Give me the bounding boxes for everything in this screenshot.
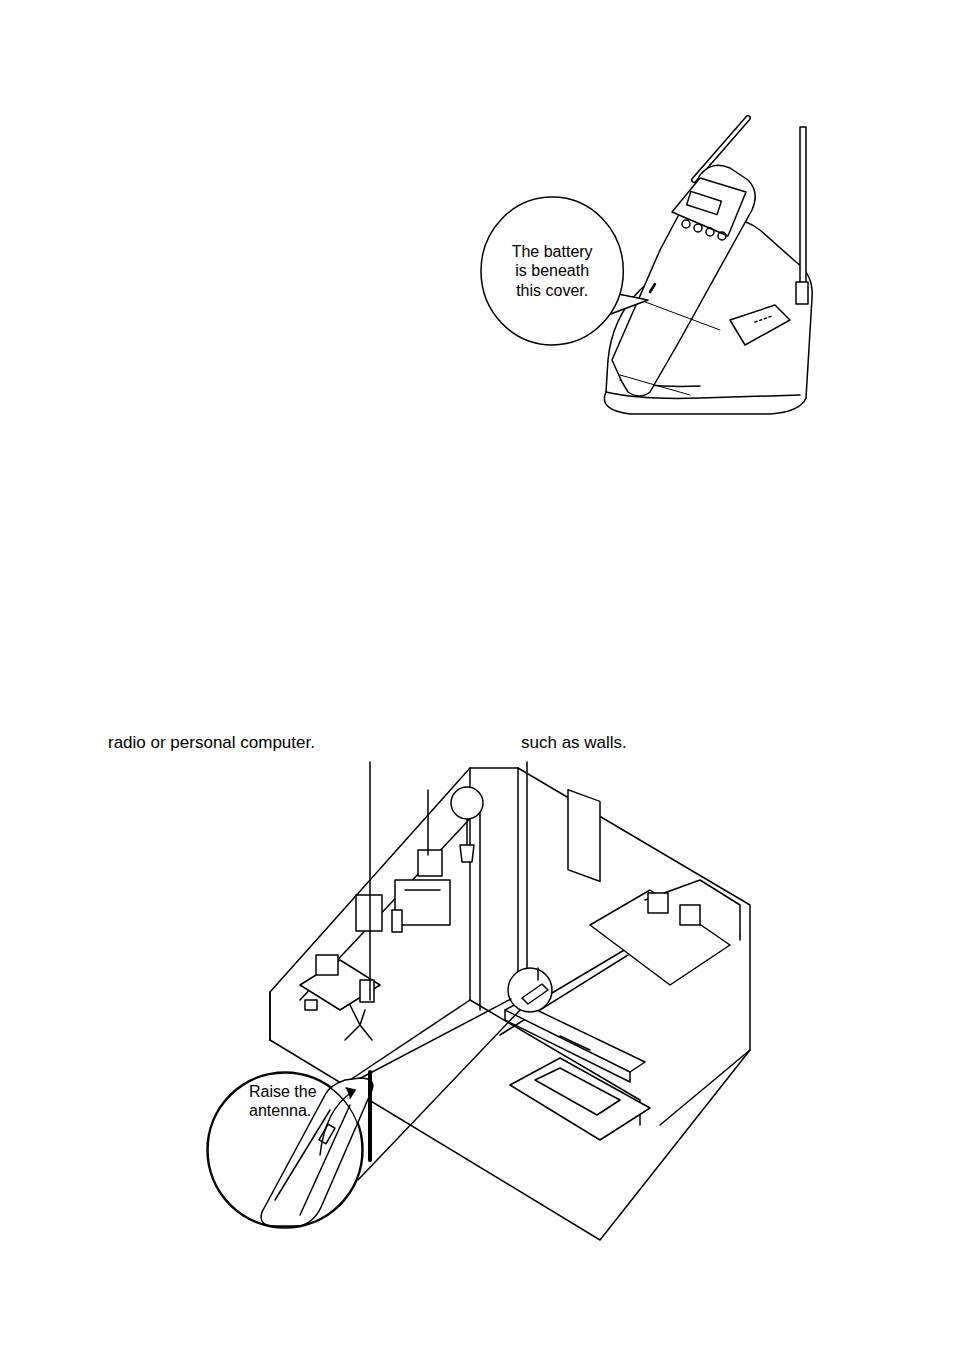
zoom-line [338,999,511,1090]
leader-line [427,790,429,855]
outline [481,197,623,345]
phone-illustration [604,118,812,414]
leader-line [526,762,528,988]
callout-bubble: The battery is beneath this cover. [480,196,624,346]
zoom-ring [508,968,552,1012]
outline [208,1073,362,1227]
zoom-line [358,1010,520,1180]
leader-label: such as walls. [519,733,629,753]
leader-label: radio or personal computer. [106,733,317,753]
inset-circle: Raise the antenna. [207,1072,363,1228]
leader-line [369,762,371,1000]
callout-text: The battery is beneath this cover. [504,242,600,300]
callout-text: Raise the antenna. [249,1082,341,1120]
